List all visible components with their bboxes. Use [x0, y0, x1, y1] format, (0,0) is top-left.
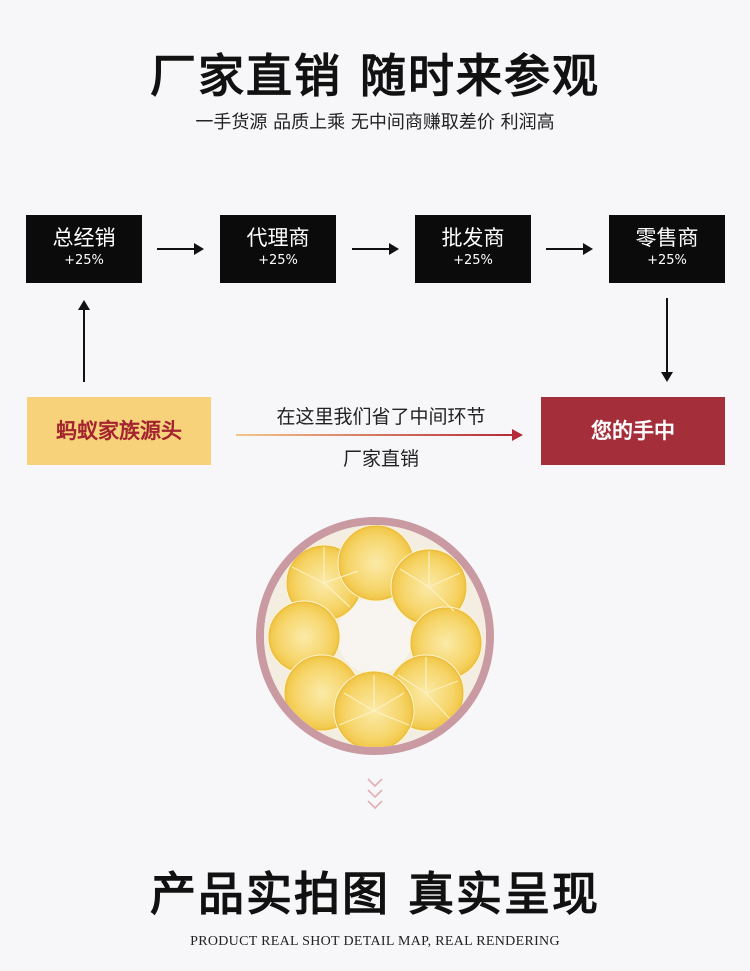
- chain-box-name: 批发商: [441, 226, 505, 250]
- saving-text: 在这里我们省了中间环节: [276, 406, 486, 428]
- chain-box-markup: +25%: [453, 253, 493, 268]
- direct-route-line: [236, 434, 514, 436]
- product-photo-image: [264, 525, 486, 747]
- page-subtitle: 一手货源 品质上乘 无中间商赚取差价 利润高: [195, 112, 555, 133]
- chain-box-markup: +25%: [64, 253, 104, 268]
- chevron-down-icon: [367, 778, 383, 810]
- product-photo: [256, 517, 494, 755]
- arrow-right-icon: [352, 243, 400, 255]
- chain-box-markup: +25%: [258, 253, 298, 268]
- section-caption: PRODUCT REAL SHOT DETAIL MAP, REAL RENDE…: [190, 934, 560, 949]
- chain-box-name: 总经销: [52, 226, 116, 250]
- lemon-slices-image: [264, 525, 486, 747]
- chain-box-markup: +25%: [647, 253, 687, 268]
- source-box: 蚂蚁家族源头: [27, 397, 211, 465]
- section-title: 产品实拍图 真实呈现: [149, 867, 600, 921]
- chain-box-agent: 代理商 +25%: [220, 215, 336, 283]
- chain-box-name: 代理商: [246, 226, 310, 250]
- arrow-up-icon: [78, 300, 90, 382]
- chain-box-retailer: 零售商 +25%: [609, 215, 725, 283]
- arrow-down-icon: [661, 298, 673, 382]
- page-title: 厂家直销 随时来参观: [149, 49, 600, 103]
- chain-box-name: 零售商: [635, 226, 699, 250]
- arrow-right-icon: [157, 243, 205, 255]
- chain-box-general-distributor: 总经销 +25%: [26, 215, 142, 283]
- chain-box-wholesaler: 批发商 +25%: [415, 215, 531, 283]
- destination-box: 您的手中: [541, 397, 725, 465]
- direct-sales-label: 厂家直销: [342, 448, 419, 470]
- arrow-right-icon: [546, 243, 594, 255]
- arrow-right-icon: [512, 429, 523, 441]
